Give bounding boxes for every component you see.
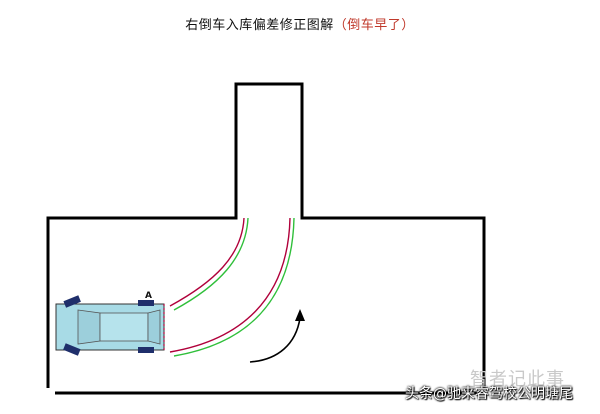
- rear-right-wheel: [138, 347, 154, 353]
- watermark-text: 头条@驰来睿驾校公明塘尾: [405, 386, 573, 402]
- path-outer-green: [173, 217, 249, 311]
- car-cabin: [99, 312, 149, 342]
- front-left-wheel: [63, 295, 81, 308]
- path-inner-red: [169, 217, 291, 353]
- car-rear-window: [147, 309, 161, 345]
- path-outer-red: [169, 217, 245, 307]
- point-a-label: A: [145, 291, 152, 301]
- garage-walls: [46, 82, 486, 388]
- car-windshield: [77, 309, 101, 345]
- turn-arrow: [249, 317, 301, 363]
- watermark-background-text: 智者记此事: [470, 369, 565, 390]
- path-inner-green: [173, 217, 295, 357]
- turn-arrow-head: [295, 309, 305, 321]
- car: [55, 295, 165, 356]
- title-subtitle: （倒车早了）: [333, 18, 415, 33]
- front-right-wheel: [63, 343, 81, 356]
- title-main: 右倒车入库偏差修正图解: [185, 18, 334, 33]
- page-title: 右倒车入库偏差修正图解（倒车早了）: [0, 14, 600, 33]
- rear-left-wheel: [138, 300, 154, 306]
